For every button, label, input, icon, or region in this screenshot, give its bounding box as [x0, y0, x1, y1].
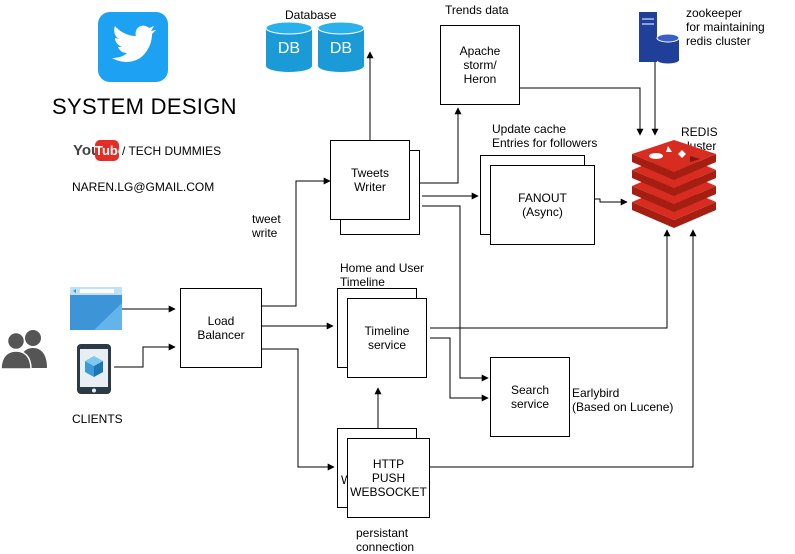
arrow-http-to-redis [430, 229, 697, 468]
arrow-apache-to-redis [519, 87, 644, 136]
twitter-bird-icon [112, 25, 156, 62]
fanout-node: FANOUT (Async) [490, 165, 595, 245]
channel-name: / TECH DUMMIES [122, 144, 222, 158]
tweet-write-label: tweet write [252, 212, 281, 240]
arrow-writer-to-search [422, 205, 489, 382]
search-service-node: Search service [490, 357, 570, 437]
zookeeper-label: zookeeper for maintaining redis cluster [686, 6, 765, 48]
timeline-service-node: Timeline service [347, 298, 427, 378]
browser-window-icon [70, 287, 122, 330]
arrow-timeline-to-search [430, 337, 489, 402]
page-title: SYSTEM DESIGN [52, 94, 237, 119]
arrow-fanout-to-redis [595, 198, 628, 206]
zookeeper-server-icon [637, 12, 681, 64]
database-icon-2: DB [317, 21, 365, 72]
arrow-timeline-to-redis [430, 229, 671, 329]
trends-data-label: Trends data [445, 3, 509, 17]
tweets-writer-node: Tweets Writer [330, 140, 410, 220]
database-icon-1: DB [265, 21, 313, 72]
twitter-logo [98, 12, 168, 82]
arrow-writer-to-apache [410, 107, 462, 184]
users-icon [0, 328, 52, 370]
db-text-1: DB [277, 40, 301, 57]
apache-storm-node: Apache storm/ Heron [440, 25, 520, 105]
earlybird-label: Earlybird (Based on Lucene) [572, 386, 674, 414]
arrow-lb-to-http [262, 348, 335, 471]
persistant-connection-label: persistant connection [356, 526, 415, 554]
redis-cluster-icon [628, 140, 720, 230]
db-text-2: DB [329, 40, 353, 57]
arrow-lb-to-tweets-writer [262, 177, 331, 307]
arrow-mobile-to-lb [114, 343, 176, 368]
load-balancer-node: Load Balancer [180, 288, 262, 368]
http-back-letter: W [341, 473, 352, 487]
database-label: Database [285, 8, 337, 22]
mobile-phone-icon [77, 344, 111, 394]
update-cache-label: Update cache Entries for followers [492, 122, 598, 150]
home-user-timeline-label: Home and User Timeline [340, 261, 425, 289]
youtube-logo: You Tube [73, 140, 126, 161]
http-push-node: HTTP PUSH WEBSOCKET [347, 438, 430, 518]
author-email: NAREN.LG@GMAIL.COM [72, 180, 215, 194]
clients-label: CLIENTS [72, 412, 123, 426]
